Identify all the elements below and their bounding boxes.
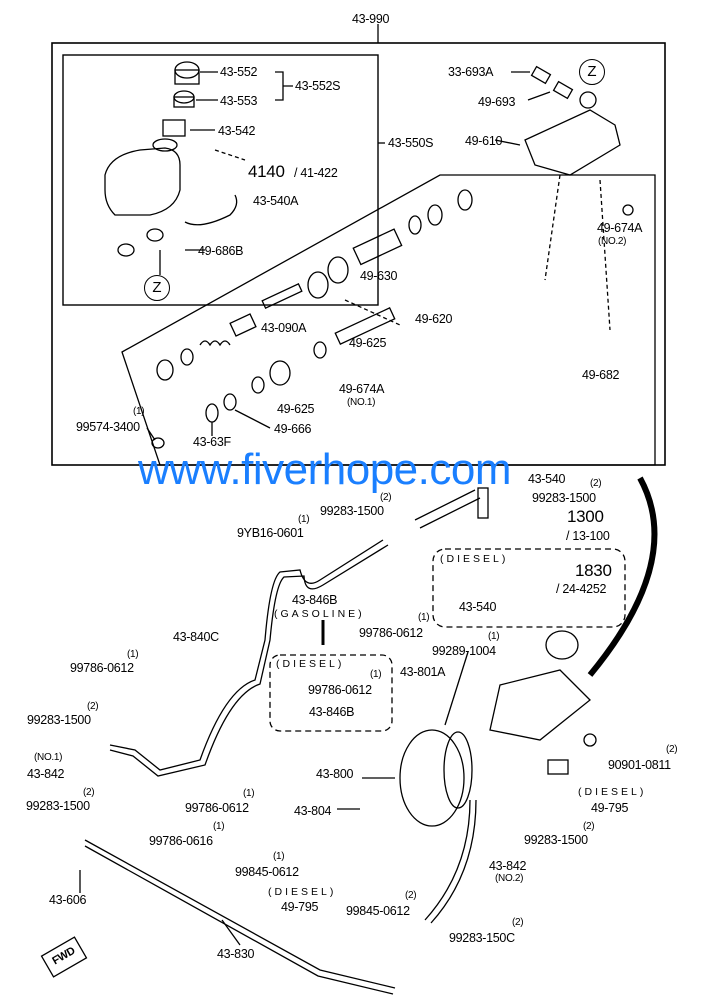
label-43-090A: 43-090A (261, 321, 307, 335)
ref-1300: 1300 (567, 507, 604, 526)
ref-1830: 1830 (575, 561, 612, 580)
qty: (1) (488, 631, 500, 642)
label-43-540A: 43-540A (253, 194, 299, 208)
note-no1: (NO.1) (347, 397, 376, 408)
qty: (1) (243, 788, 255, 799)
brake-pipes-icon (84, 487, 489, 995)
label-99283-1500: 99283-1500 (524, 833, 588, 847)
master-cylinder-icon (524, 65, 634, 216)
reservoir-frame (62, 54, 379, 306)
label-99283-1500: 99283-1500 (532, 491, 596, 505)
qty: (1) (370, 669, 382, 680)
label-49-686B: 49-686B (198, 244, 244, 258)
label-43-63F: 43-63F (193, 435, 231, 449)
cylinder-parts-frame (121, 174, 656, 466)
label-33-693A: 33-693A (448, 65, 494, 79)
qty: (1) (418, 612, 430, 623)
label-43-542: 43-542 (218, 124, 256, 138)
label-99786-0612: 99786-0612 (308, 683, 372, 697)
qty: (2) (512, 917, 524, 928)
note-diesel: (DIESEL) (268, 886, 337, 898)
qty: (1) (298, 514, 310, 525)
z-marker: Z (144, 275, 170, 301)
label-90901-0811: 90901-0811 (608, 758, 671, 772)
label-99289-1004: 99289-1004 (432, 644, 496, 658)
label-49-625: 49-625 (349, 336, 387, 350)
label-43-606: 43-606 (49, 893, 87, 907)
label-43-804: 43-804 (294, 804, 332, 818)
diesel-bracket-box (269, 654, 393, 732)
ref-4140: 4140 (248, 162, 285, 181)
note-no2: (NO.2) (598, 236, 627, 247)
label-43-552S: 43-552S (295, 79, 341, 93)
label-43-540: 43-540 (459, 600, 497, 614)
watermark: www.fiverhope.com (138, 445, 511, 494)
qty: (1) (133, 406, 145, 417)
label-43-801A: 43-801A (400, 665, 446, 679)
reservoir-icon (104, 61, 238, 257)
label-43-540: 43-540 (528, 472, 566, 486)
label-49-630: 49-630 (360, 269, 398, 283)
label-49-674A-no1: 49-674A (339, 382, 385, 396)
note-no1: (NO.1) (34, 752, 63, 763)
label-43-842: 43-842 (489, 859, 527, 873)
qty: (2) (666, 744, 678, 755)
ref-24-4252: / 24-4252 (556, 582, 607, 596)
fwd-arrow-icon (40, 936, 88, 978)
label-99786-0612: 99786-0612 (70, 661, 134, 675)
label-43-840C: 43-840C (173, 630, 219, 644)
note-diesel: (DIESEL) (276, 658, 345, 670)
qty: (2) (590, 478, 602, 489)
label-43-846B: 43-846B (292, 593, 338, 607)
z-marker: Z (579, 59, 605, 85)
note-diesel: (DIESEL) (440, 553, 509, 565)
diesel-hose-box (432, 548, 626, 628)
label-99283-150C: 99283-150C (449, 931, 515, 945)
ref-13-100: / 13-100 (566, 529, 610, 543)
qty: (1) (127, 649, 139, 660)
note-gasoline: (GASOLINE) (274, 608, 365, 620)
qty: (2) (380, 492, 392, 503)
label-43-990: 43-990 (352, 12, 390, 26)
label-49-795: 49-795 (591, 801, 629, 815)
label-9YB16-0601: 9YB16-0601 (237, 526, 304, 540)
label-43-830: 43-830 (217, 947, 255, 961)
label-99845-0612: 99845-0612 (346, 904, 410, 918)
note-diesel: (DIESEL) (578, 786, 647, 798)
label-43-846B: 43-846B (309, 705, 355, 719)
label-99283-1500: 99283-1500 (320, 504, 384, 518)
label-43-552: 43-552 (220, 65, 258, 79)
note-no2: (NO.2) (495, 873, 524, 884)
qty: (2) (87, 701, 99, 712)
connector-arc (587, 476, 658, 677)
qty: (1) (273, 851, 285, 862)
label-99574-3400: 99574-3400 (76, 420, 140, 434)
label-43-842: 43-842 (27, 767, 65, 781)
label-99786-0612: 99786-0612 (359, 626, 423, 640)
label-49-666: 49-666 (274, 422, 312, 436)
ref-41-422: / 41-422 (294, 166, 338, 180)
qty: (2) (405, 890, 417, 901)
label-99283-1500: 99283-1500 (26, 799, 90, 813)
label-99786-0616: 99786-0616 (149, 834, 213, 848)
label-49-682: 49-682 (582, 368, 620, 382)
label-49-610: 49-610 (465, 134, 503, 148)
label-49-625: 49-625 (277, 402, 315, 416)
brake-booster-icon (399, 630, 597, 827)
label-49-674A-no2: 49-674A (597, 221, 643, 235)
label-49-620: 49-620 (415, 312, 453, 326)
qty: (2) (83, 787, 95, 798)
label-49-795: 49-795 (281, 900, 319, 914)
label-43-553: 43-553 (220, 94, 258, 108)
qty: (2) (583, 821, 595, 832)
label-99845-0612: 99845-0612 (235, 865, 299, 879)
qty: (1) (213, 821, 225, 832)
label-99786-0612: 99786-0612 (185, 801, 249, 815)
label-99283-1500: 99283-1500 (27, 713, 91, 727)
label-49-693: 49-693 (478, 95, 516, 109)
label-43-550S: 43-550S (388, 136, 434, 150)
label-43-800: 43-800 (316, 767, 354, 781)
